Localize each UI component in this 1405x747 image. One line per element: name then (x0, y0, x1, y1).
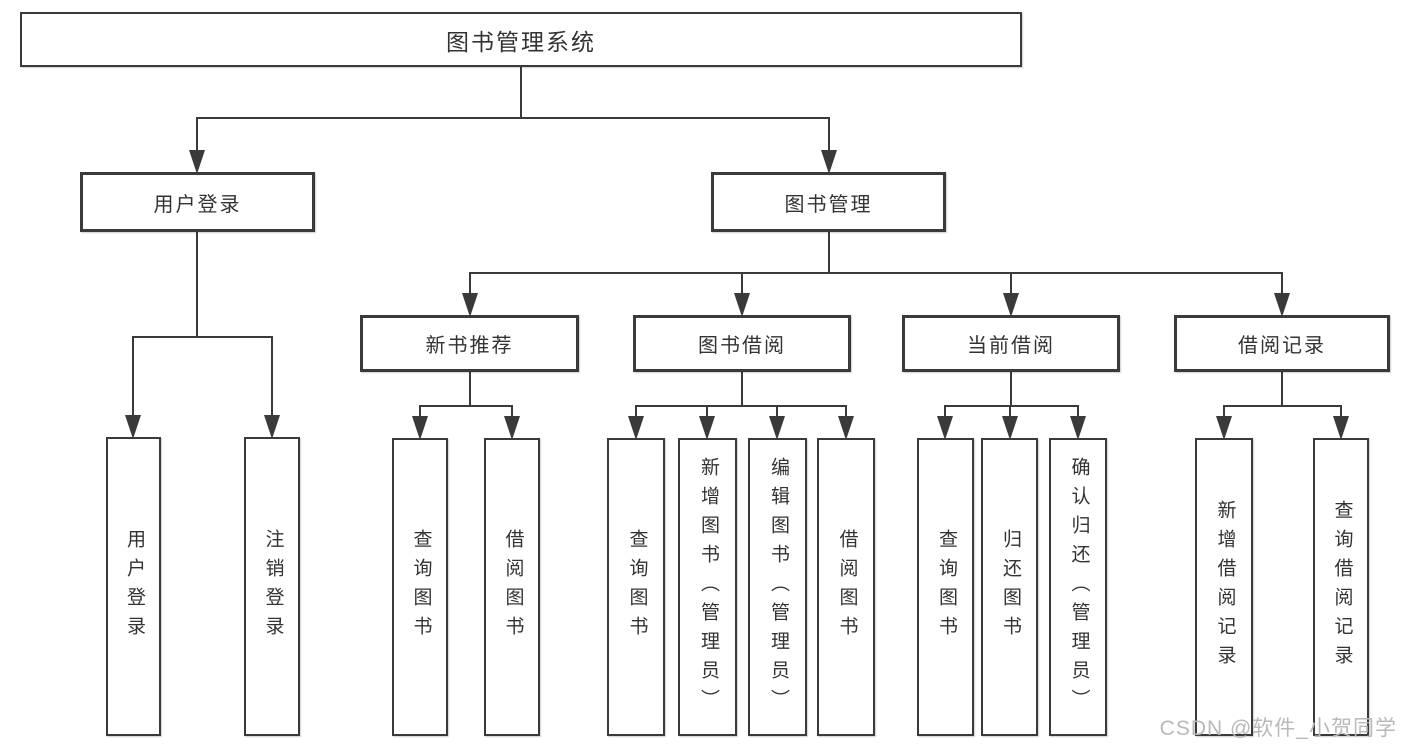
leaf-add-book-box: 新增图书（管理员） (678, 438, 737, 736)
connector-line (469, 370, 471, 407)
connector-line (635, 405, 637, 417)
connector-line (845, 405, 847, 417)
connector-line (271, 336, 273, 416)
connector-line (828, 117, 830, 151)
connector-line (520, 67, 522, 118)
connector-line (1010, 370, 1012, 407)
new-book-rec-box: 新书推荐 (360, 315, 579, 372)
connector-line (828, 230, 830, 274)
borrow-records-box: 借阅记录 (1174, 315, 1390, 372)
connector-line (511, 405, 513, 417)
connector-line (469, 272, 471, 294)
arrow-down-icon (1070, 416, 1086, 440)
leaf-query-book-1-box: 查询图书 (392, 438, 448, 736)
connector-line (132, 336, 134, 416)
leaf-query-book-2-box: 查询图书 (607, 438, 665, 736)
connector-line (132, 336, 273, 338)
arrow-down-icon (937, 416, 953, 440)
connector-line (196, 230, 198, 338)
current-borrow-box: 当前借阅 (902, 315, 1120, 372)
connector-line (1340, 405, 1342, 417)
user-login-box: 用户登录 (80, 172, 315, 232)
arrow-down-icon (1274, 293, 1290, 317)
leaf-borrow-book-2-box: 借阅图书 (817, 438, 875, 736)
connector-line (1281, 272, 1283, 294)
connector-line (419, 405, 513, 407)
arrow-down-icon (1003, 293, 1019, 317)
arrow-down-icon (699, 416, 715, 440)
connector-line (776, 405, 778, 417)
connector-line (1009, 405, 1011, 417)
connector-line (1010, 272, 1012, 294)
arrow-down-icon (1002, 416, 1018, 440)
connector-line (741, 370, 743, 407)
arrow-down-icon (125, 415, 141, 439)
arrow-down-icon (628, 416, 644, 440)
leaf-add-borrow-rec-box: 新增借阅记录 (1195, 438, 1253, 736)
connector-line (1223, 405, 1225, 417)
root-box: 图书管理系统 (20, 12, 1022, 67)
arrow-down-icon (1216, 416, 1232, 440)
connector-line (1281, 370, 1283, 407)
arrow-down-icon (821, 150, 837, 174)
leaf-return-book-box: 归还图书 (981, 438, 1038, 736)
leaf-query-book-3-box: 查询图书 (917, 438, 974, 736)
book-mgmt-box: 图书管理 (711, 172, 946, 232)
leaf-user-login-box: 用户登录 (106, 437, 161, 736)
arrow-down-icon (769, 416, 785, 440)
connector-line (635, 405, 847, 407)
leaf-borrow-book-1-box: 借阅图书 (484, 438, 540, 736)
connector-line (741, 272, 743, 294)
arrow-down-icon (412, 416, 428, 440)
connector-line (469, 272, 1283, 274)
arrow-down-icon (264, 415, 280, 439)
connector-line (944, 405, 946, 417)
arrow-down-icon (504, 416, 520, 440)
connector-line (1077, 405, 1079, 417)
leaf-confirm-return-box: 确认归还（管理员） (1049, 438, 1107, 736)
leaf-query-borrow-rec-box: 查询借阅记录 (1313, 438, 1369, 736)
leaf-logout-box: 注销登录 (244, 437, 300, 736)
arrow-down-icon (734, 293, 750, 317)
connector-line (196, 117, 198, 151)
connector-line (196, 117, 830, 119)
connector-line (944, 405, 1079, 407)
book-borrow-box: 图书借阅 (633, 315, 851, 372)
watermark-text: CSDN @软件_小贺同学 (1159, 717, 1397, 740)
arrow-down-icon (838, 416, 854, 440)
connector-line (419, 405, 421, 417)
arrow-down-icon (1333, 416, 1349, 440)
connector-line (1223, 405, 1342, 407)
connector-line (706, 405, 708, 417)
arrow-down-icon (462, 293, 478, 317)
arrow-down-icon (189, 150, 205, 174)
leaf-edit-book-box: 编辑图书（管理员） (748, 438, 807, 736)
